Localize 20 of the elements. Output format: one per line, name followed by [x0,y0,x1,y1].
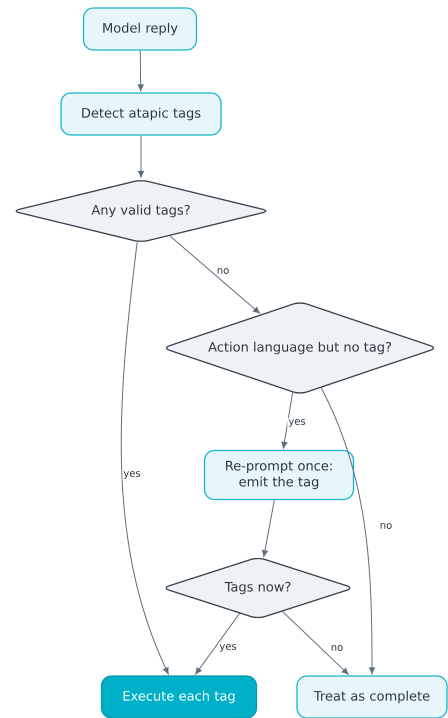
edge-label: no [330,644,344,652]
process-box: Detect atapic tags [60,92,222,136]
process-box: Execute each tag [100,675,258,718]
arrow [320,387,376,674]
edge-label: no [378,522,394,530]
edge-label: yes [287,418,307,428]
arrow [262,500,275,557]
edge-label: yes [122,470,142,480]
process-box: Model reply [82,7,198,51]
edge-label: no [216,267,230,275]
arrow [195,613,240,674]
arrow [120,242,169,674]
arrow [138,135,144,178]
arrow [138,50,144,92]
process-box: Re-prompt once: emit the tag [204,450,354,500]
arrow [281,392,294,449]
arrow [282,611,349,675]
arrow [169,235,260,314]
edge-label: yes [218,643,238,653]
process-box: Treat as complete [296,675,448,718]
